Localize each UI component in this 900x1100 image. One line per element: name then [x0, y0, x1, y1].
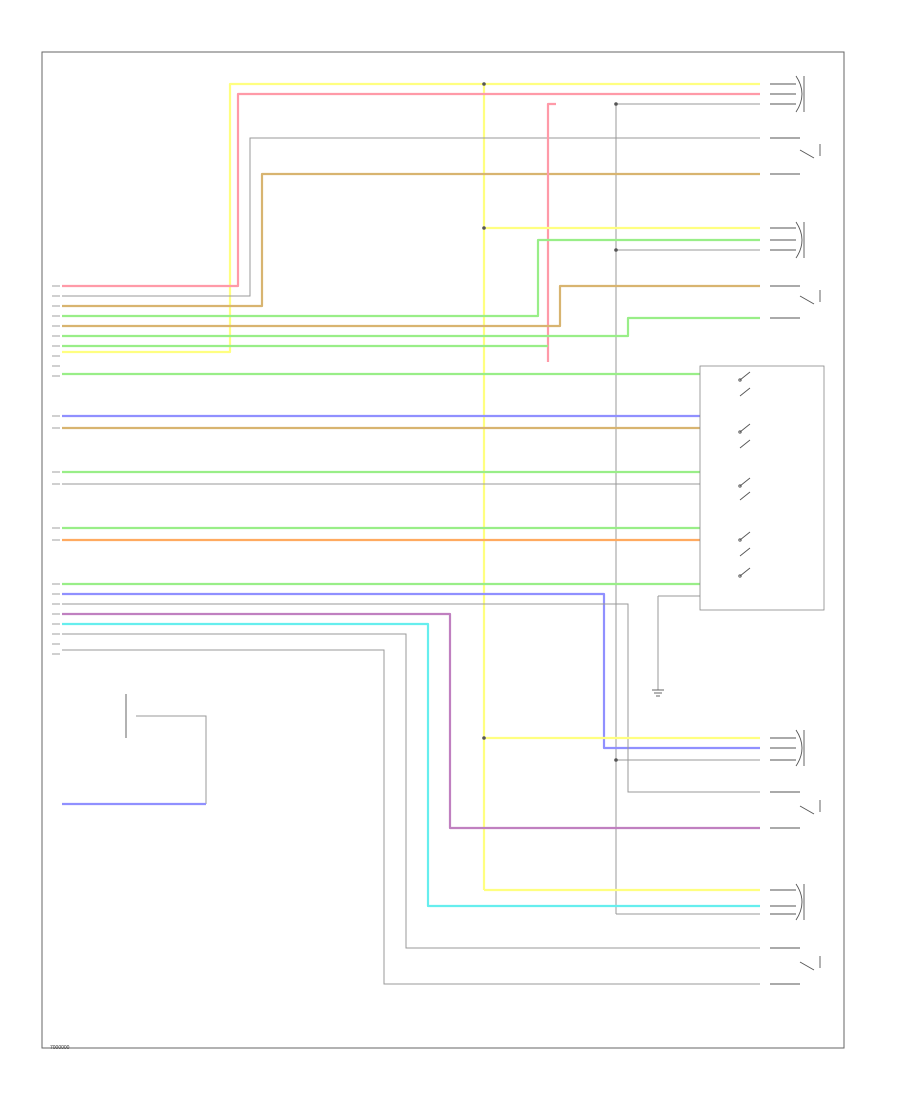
- gray-wire-sensor-top: [62, 137, 760, 297]
- splice-dot-icons: [482, 82, 618, 762]
- seat-switch-assembly: [699, 365, 825, 611]
- diagram-code: 7000000: [50, 1045, 70, 1051]
- tan-wire-second: [62, 284, 760, 328]
- motor-second: [770, 221, 821, 319]
- gray-wire-lower-1: [62, 603, 760, 793]
- wires-switch-assembly: [62, 372, 700, 690]
- green-wire-second-sensor: [62, 316, 760, 338]
- motor-icon: [770, 221, 821, 319]
- blue-wire-lower: [62, 592, 760, 750]
- splice-dot-icon: [614, 758, 618, 762]
- left-small-switch: [62, 694, 207, 806]
- vertical-bus-lines: [482, 84, 617, 914]
- diagram-frame: [41, 51, 845, 1049]
- pink-wire-vertical: [546, 102, 556, 362]
- green-wire-second: [62, 238, 760, 318]
- motor-icon: [770, 883, 821, 985]
- gray-wire-lower-2: [62, 633, 760, 949]
- switch-assembly-box: [699, 365, 825, 611]
- purple-wire-lower: [62, 612, 760, 830]
- yellow-wire-top: [62, 82, 760, 354]
- switch-icon: [738, 371, 751, 578]
- wires-top-motor: [62, 82, 760, 362]
- gray-wire-switch-ground: [657, 595, 700, 690]
- wires-second-motor: [62, 226, 760, 348]
- splice-dot-icon: [614, 102, 618, 106]
- cyan-wire-lower: [62, 622, 760, 908]
- splice-dot-icon: [614, 248, 618, 252]
- splice-dot-icon: [482, 82, 486, 86]
- pink-wire-top: [62, 92, 760, 288]
- splice-dot-icon: [482, 736, 486, 740]
- tan-wire-top: [62, 172, 760, 308]
- ground-icon: [652, 689, 664, 697]
- motor-fourth: [770, 883, 821, 985]
- wires-lower: [62, 592, 760, 985]
- motor-icon: [770, 729, 821, 829]
- splice-dot-icon: [482, 226, 486, 230]
- motor-top: [770, 75, 821, 175]
- left-connector-pins: [52, 285, 60, 655]
- motor-icon: [770, 75, 821, 175]
- motor-third: [770, 729, 821, 829]
- gray-wire-lower-3: [62, 649, 760, 985]
